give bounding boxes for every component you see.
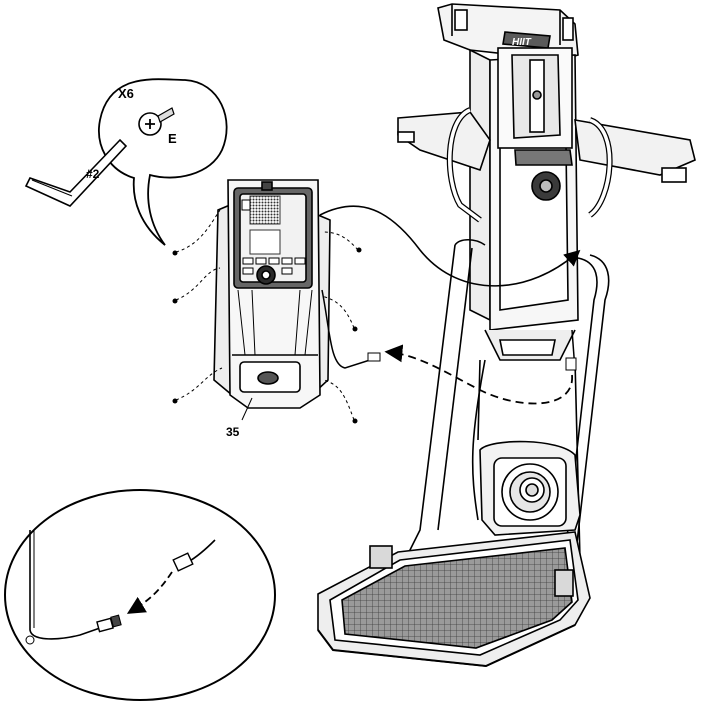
console-cable-connector: [368, 353, 380, 361]
machine-frame: HIIT: [318, 4, 695, 666]
tool-size-label: #2: [86, 167, 100, 181]
top-grip-right: [563, 18, 573, 40]
machine-cable-connector: [566, 358, 576, 370]
detail-circle: [5, 490, 275, 700]
main-column: [470, 50, 490, 320]
front-rail-left: [405, 245, 455, 560]
console-assembly: [214, 180, 330, 408]
part-number-label: 35: [226, 425, 240, 439]
screw-quantity-label: X6: [118, 86, 134, 101]
screw: [173, 399, 178, 404]
display-screen: [250, 230, 280, 254]
hardware-callout: X6 E #2: [26, 79, 227, 245]
speaker-grille: [250, 196, 280, 224]
top-grip-left: [455, 10, 467, 30]
logo-text: HIIT: [512, 37, 532, 48]
screw: [173, 251, 178, 256]
screw: [357, 248, 362, 253]
console-badge: [258, 372, 278, 384]
callout-bubble: [99, 79, 227, 245]
right-arm: [575, 120, 695, 175]
hex-key-icon: [26, 140, 126, 206]
screw-letter-label: E: [168, 131, 177, 146]
screw: [353, 327, 358, 332]
connector-detail-view: [5, 490, 275, 700]
fan-wheel: [502, 464, 558, 520]
screw: [173, 299, 178, 304]
screw: [353, 419, 358, 424]
